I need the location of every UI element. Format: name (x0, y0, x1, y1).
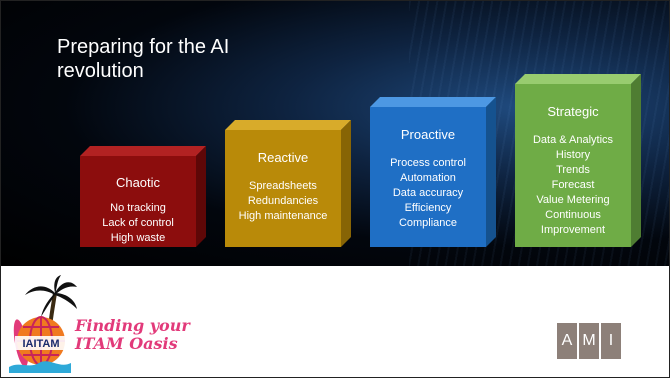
stage-item: Improvement (540, 224, 606, 236)
tagline-line-1: Finding your (75, 316, 190, 335)
stage-item: History (555, 149, 591, 161)
stage-item: Spreadsheets (249, 180, 317, 192)
stage-heading: Reactive (257, 150, 309, 165)
stage-box-proactive: Proactive Process control Automation Dat… (370, 97, 496, 247)
stage-item: Forecast (551, 179, 595, 191)
stage-box-reactive: Reactive Spreadsheets Redundancies High … (225, 120, 351, 247)
slide-title: Preparing for the AI revolution (57, 36, 230, 82)
stage-item: Process control (390, 157, 466, 169)
tagline-line-2: ITAM Oasis (75, 334, 178, 353)
stage-item: Data accuracy (392, 187, 464, 199)
stage-item: Compliance (398, 217, 458, 229)
stage-item: Trends (556, 164, 590, 176)
iaitam-badge-text: IAITAM (22, 338, 59, 350)
stage-box-strategic: Strategic Data & Analytics History Trend… (515, 74, 641, 247)
stage-item: No tracking (110, 202, 166, 214)
stage-box-side-face (196, 146, 206, 247)
ami-logo-letter: A (557, 323, 577, 359)
ami-logo: A M I (557, 323, 623, 359)
stage-heading: Proactive (400, 127, 456, 142)
stage-box-side-face (341, 120, 351, 247)
iaitam-tagline: Finding your ITAM Oasis (75, 317, 190, 353)
ami-logo-letter: I (601, 323, 621, 359)
stage-heading: Strategic (547, 104, 599, 119)
stage-box-side-face (631, 74, 641, 247)
stage-item: Continuous (545, 209, 601, 221)
stage-item: Data & Analytics (532, 134, 614, 146)
stage-box-top-face (370, 97, 496, 107)
stage-box-front-face: Proactive Process control Automation Dat… (370, 107, 486, 247)
stage-item: Redundancies (247, 195, 319, 207)
stage-item: High waste (110, 232, 166, 244)
stage-item: Lack of control (102, 217, 174, 229)
stage-box-chaotic: Chaotic No tracking Lack of control High… (80, 146, 206, 247)
stage-box-front-face: Reactive Spreadsheets Redundancies High … (225, 130, 341, 247)
stage-box-front-face: Strategic Data & Analytics History Trend… (515, 84, 631, 247)
stage-item: Efficiency (404, 202, 452, 214)
stage-box-front-face: Chaotic No tracking Lack of control High… (80, 156, 196, 247)
stage-box-side-face (486, 97, 496, 247)
stage-box-top-face (80, 146, 206, 156)
stage-item: High maintenance (238, 210, 328, 222)
ami-logo-letter: M (579, 323, 599, 359)
stage-item: Value Metering (536, 194, 610, 206)
slide-header-area: Preparing for the AI revolution Chaotic … (1, 1, 669, 266)
stage-item: Automation (400, 172, 456, 184)
stage-box-top-face (225, 120, 351, 130)
stage-box-top-face (515, 74, 641, 84)
iaitam-logo-icon: IAITAM (9, 275, 77, 373)
stage-heading: Chaotic (115, 175, 161, 190)
